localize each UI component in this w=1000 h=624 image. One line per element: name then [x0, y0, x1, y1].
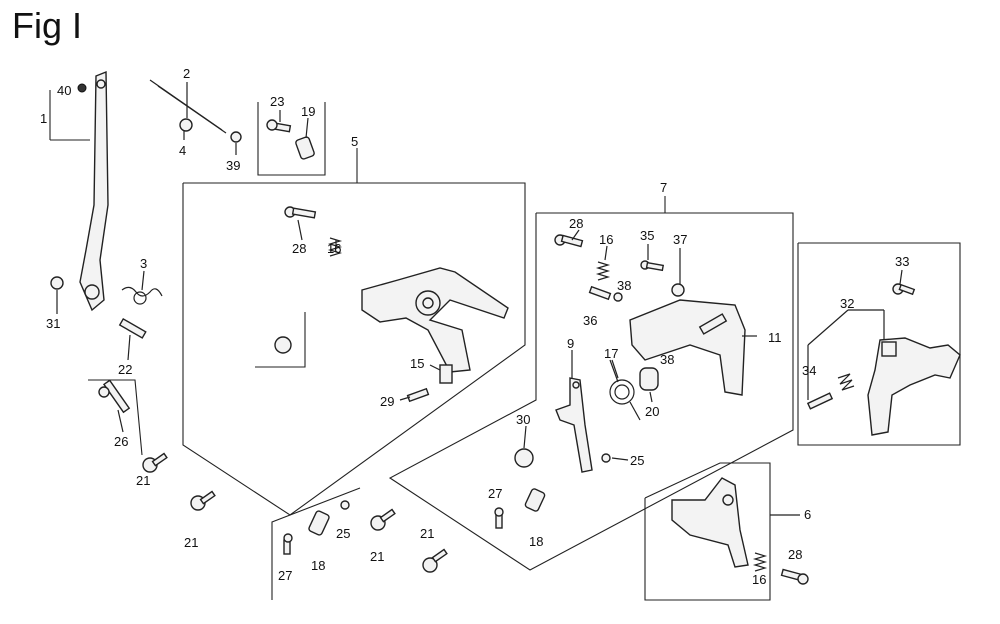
- callout-31: 31: [46, 316, 60, 331]
- callout-25-a: 25: [336, 526, 350, 541]
- callout-39: 39: [226, 158, 240, 173]
- spring-part-16c: [752, 552, 768, 572]
- throttle-lever-part-1: [79, 70, 109, 312]
- bolt-part-28c: [780, 568, 809, 585]
- callout-18-b: 18: [529, 534, 543, 549]
- callout-9: 9: [567, 336, 574, 351]
- spring-part-3: [121, 286, 163, 305]
- callout-37: 37: [673, 232, 687, 247]
- callout-20: 20: [645, 404, 659, 419]
- callout-28-a: 28: [292, 241, 306, 256]
- sleeve-part-18a: [308, 510, 330, 536]
- callout-27-b: 27: [488, 486, 502, 501]
- callout-21-b: 21: [184, 535, 198, 550]
- link-rod-part-2: [149, 79, 227, 134]
- bracket-outlines: [49, 90, 361, 600]
- nut-part-37: [671, 283, 685, 297]
- bolt-part-27a: [283, 533, 293, 555]
- callout-7: 7: [660, 180, 667, 195]
- bolt-part-28b: [554, 234, 584, 248]
- callout-35: 35: [640, 228, 654, 243]
- control-plate-part-11: [629, 299, 746, 396]
- bolt-part-33: [892, 283, 916, 296]
- bolt-part-36: [588, 285, 612, 301]
- callout-30: 30: [516, 412, 530, 427]
- spring-part-17: [609, 359, 641, 421]
- assembly-right-outline: [797, 242, 961, 446]
- bolt-part-22: [118, 317, 147, 339]
- collar-part-20: [639, 367, 659, 391]
- nut-part-39: [230, 131, 242, 143]
- callout-1: 1: [40, 111, 47, 126]
- nut-part-31: [50, 276, 64, 290]
- callout-21-a: 21: [136, 473, 150, 488]
- leader-lines: [56, 82, 903, 516]
- callout-38-a: 38: [617, 278, 631, 293]
- throttle-bracket-assembly: [361, 267, 509, 373]
- bolt-part-35: [640, 260, 665, 272]
- callout-19: 19: [301, 104, 315, 119]
- bolt-part-21a: [142, 452, 168, 473]
- nut-assembly-5: [274, 336, 292, 354]
- assembly-7-outline: [388, 196, 794, 571]
- spring-part-16b: [595, 261, 611, 281]
- callout-21-d: 21: [420, 526, 434, 541]
- callout-3: 3: [140, 256, 147, 271]
- callout-17: 17: [604, 346, 618, 361]
- assembly-5-outline: [182, 148, 526, 516]
- sleeve-part-18b: [524, 488, 546, 512]
- callout-16-c: 16: [752, 572, 766, 587]
- bolt-part-26: [98, 379, 131, 414]
- bolt-part-21b: [190, 490, 216, 511]
- assembly-6-outline: [644, 462, 771, 601]
- bolt-part-21c: [370, 508, 396, 531]
- ring-part-25b: [601, 453, 611, 463]
- callout-40: 40: [57, 83, 71, 98]
- washer-part-40: [77, 83, 87, 93]
- nut-part-30: [514, 448, 534, 468]
- bolt-part-29: [406, 387, 430, 403]
- callout-6: 6: [804, 507, 811, 522]
- callout-22: 22: [118, 362, 132, 377]
- sleeve-part-19: [295, 136, 315, 160]
- callout-29: 29: [380, 394, 394, 409]
- callout-28-b: 28: [569, 216, 583, 231]
- callout-38-b: 38: [660, 352, 674, 367]
- callout-34: 34: [802, 363, 816, 378]
- choke-bracket-assembly: [867, 337, 961, 436]
- governor-arm-part-9: [555, 377, 593, 473]
- bolt-part-21d: [422, 548, 448, 573]
- callout-2: 2: [183, 66, 190, 81]
- callout-27-a: 27: [278, 568, 292, 583]
- callout-26: 26: [114, 434, 128, 449]
- callout-33: 33: [895, 254, 909, 269]
- callout-32: 32: [840, 296, 854, 311]
- callout-28-c: 28: [788, 547, 802, 562]
- callout-16-b: 16: [599, 232, 613, 247]
- callout-labels: 40 1 2 4 39 23 19 5 28 16 15 29 3 31 22 …: [40, 66, 909, 587]
- bracket-part-6: [671, 477, 749, 568]
- callout-36: 36: [583, 313, 597, 328]
- bolt-part-28a: [284, 206, 317, 219]
- clip-part-15: [439, 364, 453, 384]
- spring-part-32: [837, 373, 855, 391]
- callout-18-a: 18: [311, 558, 325, 573]
- callout-15: 15: [410, 356, 424, 371]
- callout-25-b: 25: [630, 453, 644, 468]
- spring-part-16a: [327, 237, 343, 257]
- bolt-part-23: [266, 119, 292, 133]
- ring-part-25a: [340, 500, 350, 510]
- callout-4: 4: [179, 143, 186, 158]
- callout-16-a: 16: [327, 241, 341, 256]
- bolt-part-34: [806, 392, 834, 410]
- washer-part-38a: [613, 292, 623, 302]
- callout-11: 11: [768, 330, 782, 345]
- callout-21-c: 21: [370, 549, 384, 564]
- callout-23: 23: [270, 94, 284, 109]
- bolt-part-27b: [494, 507, 504, 529]
- figure-title: Fig I: [12, 5, 83, 46]
- callout-5: 5: [351, 134, 358, 149]
